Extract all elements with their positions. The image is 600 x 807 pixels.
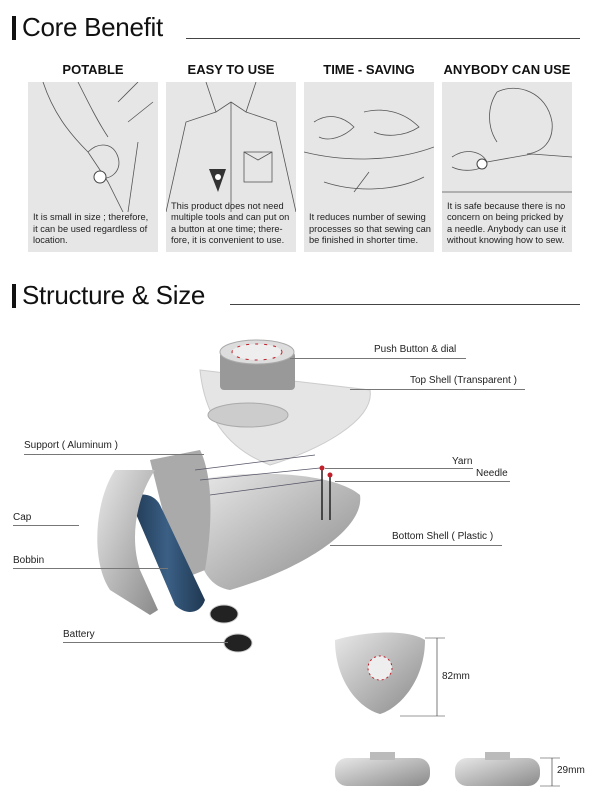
label-needle: Needle: [476, 468, 508, 479]
hand-holding-device-illustration: [42, 82, 154, 212]
top-shell: [199, 369, 371, 466]
label-bobbin: Bobbin: [13, 555, 45, 566]
benefit-panel-time: It reduces number of sewing processes so…: [304, 82, 434, 252]
front-view: [335, 632, 425, 714]
bobbin: [130, 494, 205, 612]
label-bottom-shell: Bottom Shell ( Plastic ): [392, 531, 494, 542]
benefit-panel-anybody: It is safe because there is no concern o…: [442, 82, 572, 252]
leader-line: [13, 568, 168, 569]
cap: [97, 470, 158, 615]
benefit-text: This product does not need multiple tool…: [171, 200, 290, 246]
leader-line: [290, 358, 466, 359]
benefit-text: It is safe because there is no concern o…: [447, 200, 566, 246]
support: [150, 450, 211, 580]
leader-line: [13, 525, 79, 526]
label-support: Support ( Aluminum ): [24, 440, 118, 451]
benefit-title-anybody: ANYBODY CAN USE: [443, 62, 571, 77]
shirt-illustration: [166, 82, 296, 212]
benefit-text: It is small in size ; therefore, it can …: [33, 212, 149, 246]
section-title-structure-size: Structure & Size: [22, 280, 206, 310]
battery: [209, 604, 253, 653]
benefit-panel-easy: This product does not need multiple tool…: [166, 82, 296, 252]
section-marker: [12, 284, 16, 308]
child-using-device-illustration: [442, 88, 572, 193]
benefit-title-potable: POTABLE: [62, 62, 124, 77]
yarn-lines: [194, 454, 323, 496]
exploded-view-illustration: [97, 339, 371, 653]
benefit-title-easy: EASY TO USE: [187, 62, 275, 77]
bottom-shell: [196, 473, 361, 590]
benefit-panel-potable: It is small in size ; therefore, it can …: [28, 82, 158, 252]
benefit-title-time: TIME - SAVING: [323, 62, 415, 77]
needle: [319, 465, 333, 520]
label-top-shell: Top Shell (Transparent ): [410, 375, 517, 386]
leader-line: [335, 481, 510, 482]
benefit-text: It reduces number of sewing processes so…: [309, 212, 431, 246]
section-divider: [230, 304, 580, 305]
label-battery: Battery: [63, 629, 95, 640]
leader-line: [325, 468, 473, 469]
hand-sewing-illustration: [304, 109, 434, 193]
leader-line: [63, 642, 228, 643]
push-button-dial: [219, 339, 295, 390]
label-push-button: Push Button & dial: [374, 344, 457, 355]
section-title-core-benefit: Core Benefit: [22, 12, 163, 42]
leader-line: [330, 545, 502, 546]
label-cap: Cap: [13, 512, 32, 523]
label-yarn: Yarn: [452, 456, 473, 467]
size-views-illustration: [335, 632, 560, 787]
dimension-thickness: 29mm: [557, 765, 585, 776]
side-view-1: [335, 752, 430, 786]
section-marker: [12, 16, 16, 40]
leader-line: [24, 454, 204, 455]
section-divider: [186, 38, 580, 39]
side-view-2: [455, 752, 540, 786]
leader-line: [350, 389, 525, 390]
dimension-height: 82mm: [442, 671, 470, 682]
